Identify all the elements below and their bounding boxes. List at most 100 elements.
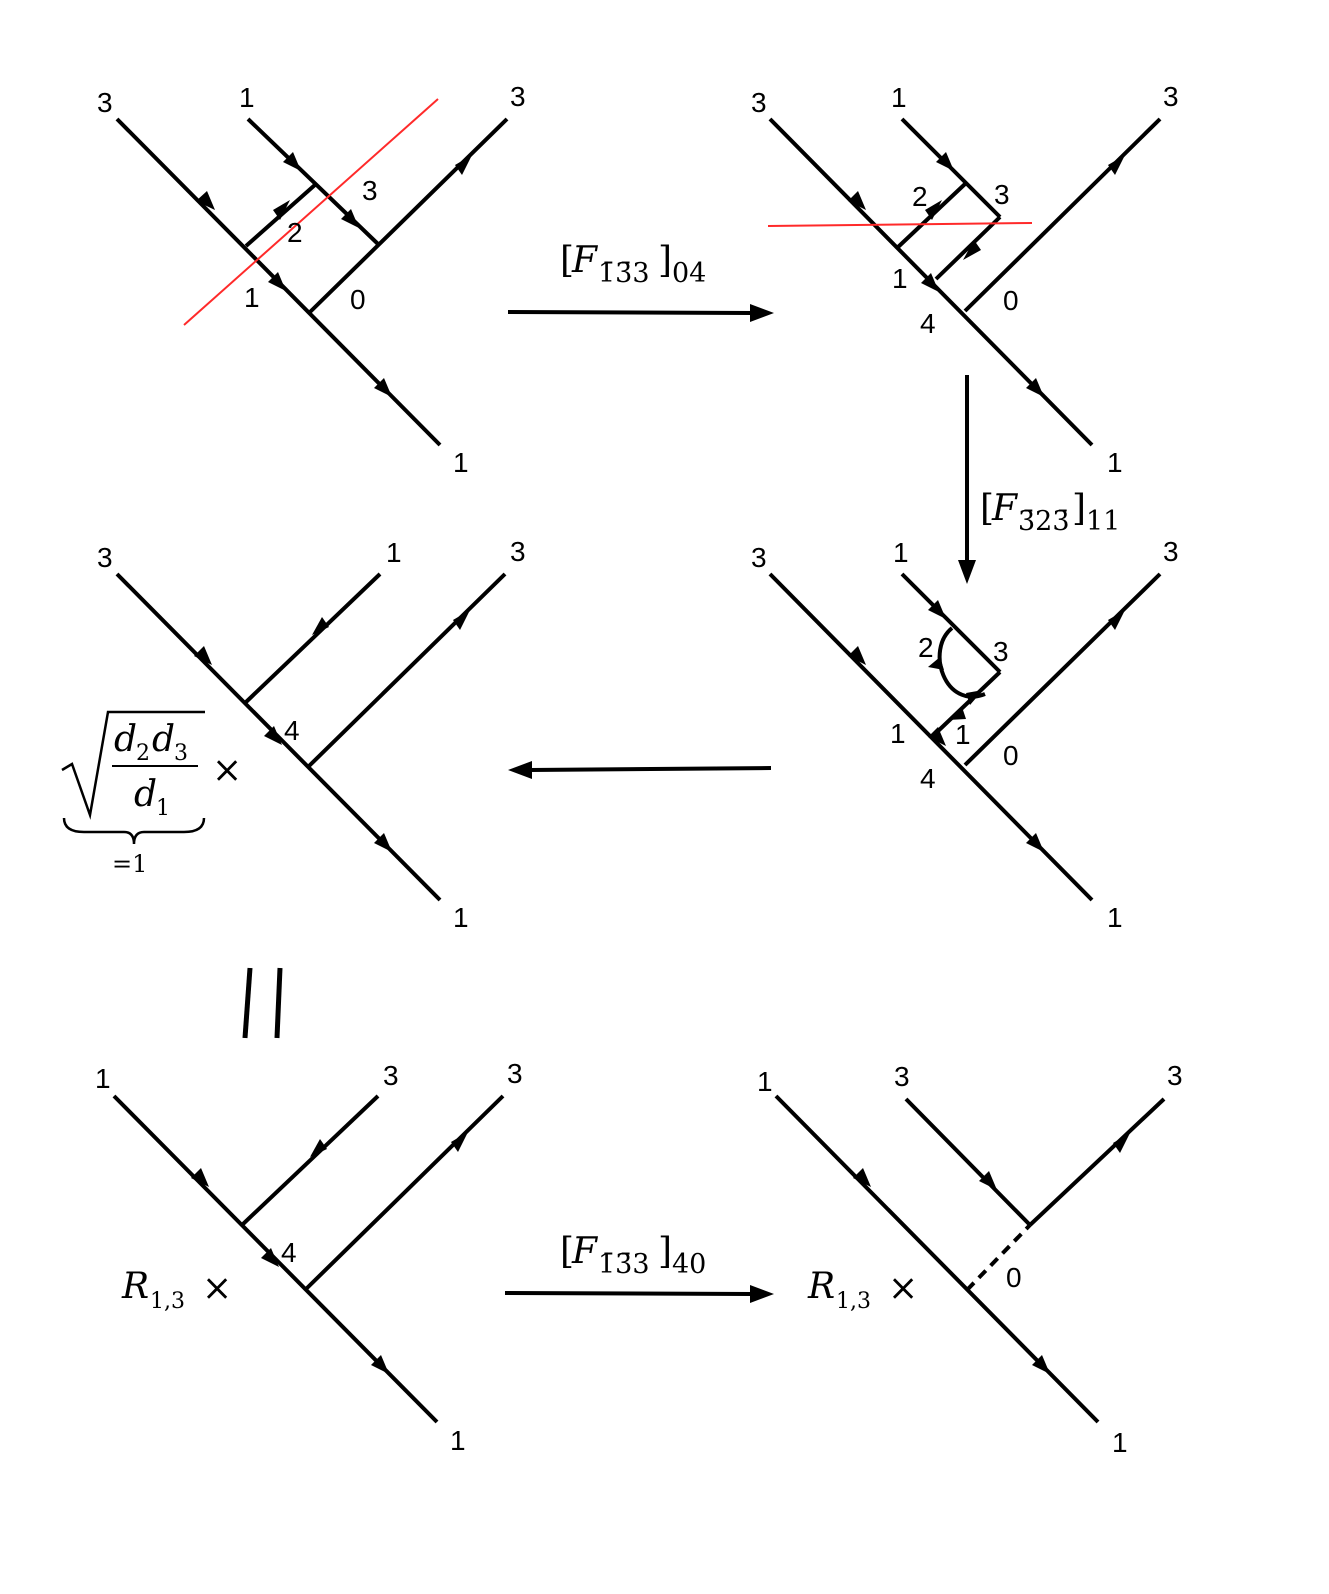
p4-label-top-right: 3 xyxy=(510,536,526,567)
p2-label-top-left: 3 xyxy=(751,87,767,118)
p3-bubble-arc xyxy=(937,626,986,699)
arrow-2-index: 11 xyxy=(1086,506,1120,537)
arrow-1: [ F 1̄3̄3 ] 04 xyxy=(507,240,774,322)
p5-arrow-bottom xyxy=(371,1355,389,1374)
p5-coef-R: R xyxy=(121,1266,149,1307)
p6-arrow-mid xyxy=(979,1171,997,1190)
arrow-5-subscript: 1̄3̄3 xyxy=(598,1249,650,1280)
p5-coef-R-sub: 1,3 xyxy=(150,1289,185,1314)
p1-arrow-bottom xyxy=(374,378,392,397)
arrow-2-bracket-close: ] xyxy=(1072,488,1086,529)
p1-label-bottom: 1 xyxy=(453,447,469,478)
p5-arrow-main-a xyxy=(191,1168,209,1187)
p6-label-top-mid: 3 xyxy=(894,1061,910,1092)
p6-coef-R: R xyxy=(807,1266,835,1307)
p1-arrow-rung xyxy=(273,200,290,220)
p2-label-top-right: 3 xyxy=(1163,81,1179,112)
p2-arrow-rung-a xyxy=(925,200,942,220)
p2-arrow-main-b xyxy=(921,273,939,292)
p5-label-top-right: 3 xyxy=(507,1058,523,1089)
p3-arrow-main-b xyxy=(928,727,946,746)
p2-rung-b xyxy=(934,215,1002,281)
p3-label-inner-c: 1 xyxy=(890,718,906,749)
p2-right-line xyxy=(963,117,1162,313)
p3-arrow-arc xyxy=(928,657,944,670)
p6-top-mid-line xyxy=(904,1097,1032,1227)
p1-label-top-left: 3 xyxy=(97,87,113,118)
p4-label-inner: 4 xyxy=(284,715,300,746)
p3-arrow-main-a xyxy=(848,646,866,665)
p5-right-line xyxy=(303,1094,505,1292)
p2-label-bottom: 1 xyxy=(1107,447,1123,478)
p6-label-bottom: 1 xyxy=(1112,1427,1128,1458)
p4-arrow-bottom xyxy=(374,833,392,852)
p5-label-inner: 4 xyxy=(281,1237,297,1268)
arrow-3-head xyxy=(508,761,532,779)
p4-num-d2: d xyxy=(114,719,137,760)
p3-label-inner-a: 2 xyxy=(918,632,934,663)
p3-arrow-right xyxy=(1108,610,1125,630)
p6-arrow-main-a xyxy=(853,1168,871,1187)
p1-red-cut-line xyxy=(183,98,439,326)
p2-arrow-right xyxy=(1108,155,1125,175)
p5-arrow-right xyxy=(451,1132,468,1152)
p3-label-top-right: 3 xyxy=(1163,536,1179,567)
p3-inner-diag xyxy=(934,670,1002,735)
p4-num-d3: d xyxy=(152,719,175,760)
arrow-3 xyxy=(508,761,772,779)
p4-label-top-mid: 1 xyxy=(386,537,402,568)
p2-arrow-bottom xyxy=(1026,378,1044,397)
p5-arrow-mid xyxy=(310,1139,327,1157)
p3-label-inner-e: 4 xyxy=(920,763,936,794)
p4-coefficient: d 2 d 3 d 1 × =1 xyxy=(61,710,242,878)
arrow-5-head xyxy=(750,1285,774,1303)
p6-main-line xyxy=(774,1094,1100,1424)
p3-right-line xyxy=(963,572,1162,767)
p4-den-d1: d xyxy=(134,774,157,815)
p2-label-inner-d: 4 xyxy=(920,308,936,339)
p4-label-bottom: 1 xyxy=(453,902,469,933)
p4-sqrt-sign xyxy=(61,710,205,820)
arrow-1-F: F xyxy=(571,240,599,281)
p1-label-inner-c: 1 xyxy=(244,282,260,313)
arrow-5-shaft xyxy=(504,1291,753,1296)
p4-num-d3-sub: 3 xyxy=(174,741,188,766)
equals-sign xyxy=(242,967,283,1039)
p2-label-top-mid: 1 xyxy=(891,82,907,113)
p3-label-bottom: 1 xyxy=(1107,902,1123,933)
arrow-1-index: 04 xyxy=(672,258,706,289)
panel-6-diagram: 1 3 3 0 1 R 1,3 × xyxy=(757,1060,1183,1458)
p4-arrow-mid xyxy=(312,617,329,635)
p4-arrow-main-b xyxy=(264,726,282,745)
arrow-1-bracket-open: [ xyxy=(560,240,574,281)
p3-top-mid-line xyxy=(900,572,1002,674)
p6-dashed-vacuum-line xyxy=(965,1223,1032,1292)
p3-label-top-mid: 1 xyxy=(893,537,909,568)
p4-right-line xyxy=(306,572,507,769)
panel-3-diagram: 3 1 3 2 3 1 1 4 0 1 xyxy=(751,536,1179,933)
panel-1-diagram: 3 1 3 3 2 1 0 1 xyxy=(97,81,526,478)
p4-label-top-left: 3 xyxy=(97,542,113,573)
arrow-1-subscript: 1̄3̄3 xyxy=(598,258,650,289)
p5-label-top-left: 1 xyxy=(95,1063,111,1094)
p3-label-inner-f: 0 xyxy=(1003,740,1019,771)
arrow-2-bracket-open: [ xyxy=(980,488,994,529)
p3-arrow-inner-b xyxy=(948,707,966,720)
p1-arrow-main-a xyxy=(196,191,215,210)
p6-coef-times: × xyxy=(888,1268,918,1309)
arrow-5-bracket-close: ] xyxy=(658,1231,672,1272)
arrow-5: [ F 1̄3̄3 ] 40 xyxy=(504,1231,774,1303)
p5-label-bottom: 1 xyxy=(450,1425,466,1456)
equals-bar-left xyxy=(242,967,253,1039)
arrow-5-bracket-open: [ xyxy=(560,1231,574,1272)
p6-arrow-bottom xyxy=(1032,1355,1050,1374)
p4-times: × xyxy=(212,750,242,791)
p6-arrow-right xyxy=(1113,1133,1130,1153)
p2-label-inner-e: 0 xyxy=(1003,285,1019,316)
arrow-2-head xyxy=(958,560,976,584)
p1-arrow-right xyxy=(455,155,472,175)
p2-label-inner-c: 1 xyxy=(892,263,908,294)
p3-label-inner-d: 1 xyxy=(955,719,971,750)
p6-label-inner: 0 xyxy=(1006,1262,1022,1293)
